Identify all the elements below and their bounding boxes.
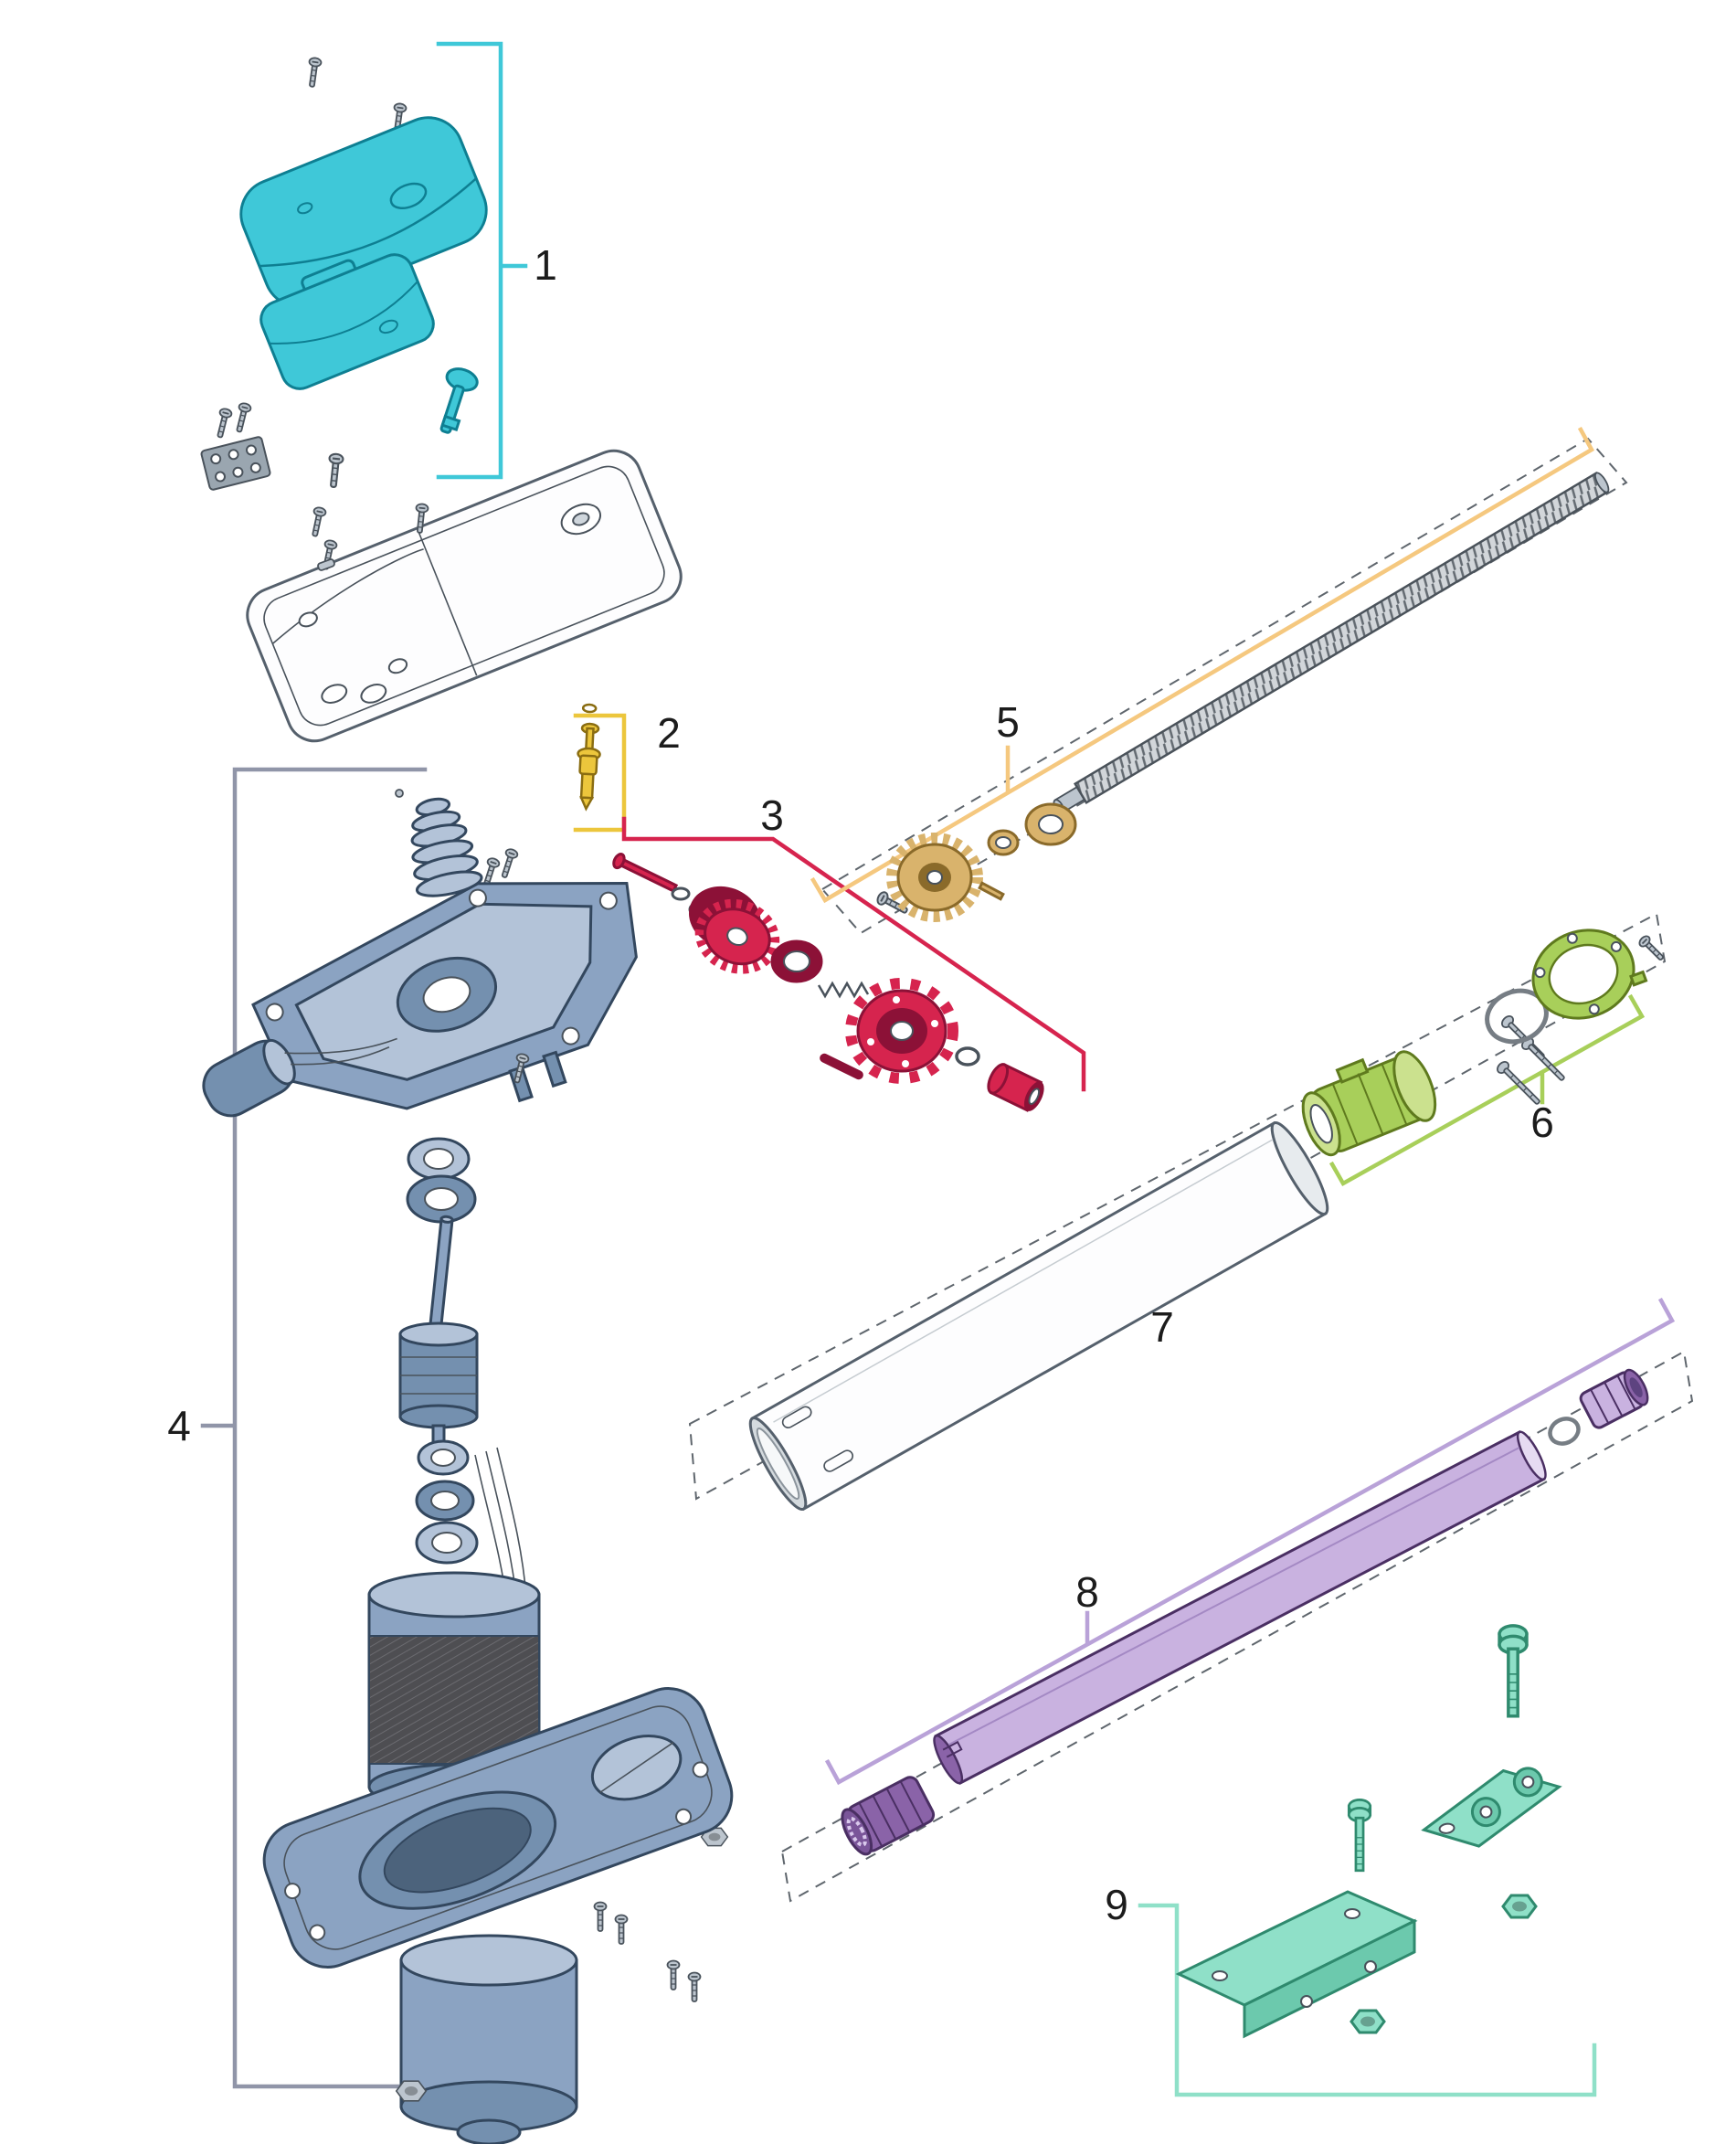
group-label-9: 9 [1105, 1881, 1128, 1928]
bevel-washer [987, 829, 1020, 856]
rear-mounting-bracket [1421, 1767, 1562, 1848]
bracket-group-3 [621, 816, 1086, 1092]
tube-end-ring [1531, 929, 1648, 1020]
drive-tube-assembly [841, 1368, 1649, 1856]
screw [497, 846, 520, 880]
group-label-2: 2 [657, 709, 681, 757]
group-label-4: 4 [167, 1402, 191, 1449]
lower-bearing [406, 1174, 477, 1224]
screw [666, 1959, 681, 1990]
motor-base-plate [262, 1687, 734, 1969]
gearbox-housing [251, 881, 638, 1110]
housing-screw [308, 505, 328, 538]
o-ring [955, 1046, 980, 1067]
screw [687, 1971, 702, 2002]
clutch-pin [820, 1053, 863, 1080]
dashed-outline-worm-screw [820, 437, 1628, 935]
drive-gear [689, 886, 780, 974]
mounting-bolt-long [1498, 1624, 1529, 1718]
group-label-3: 3 [760, 791, 784, 839]
bracket-group-6 [1328, 993, 1646, 1187]
dashed-outline-drive-tube [780, 1350, 1694, 1903]
bracket-group-2 [573, 713, 627, 833]
worm-screw [1053, 471, 1610, 814]
group-label-8: 8 [1075, 1568, 1099, 1616]
bracket-group-9 [1138, 1903, 1597, 2097]
guide-bushing-assembly [1301, 929, 1667, 1157]
worm-bellows [410, 797, 483, 897]
screw-bearing [1024, 802, 1077, 846]
rear-coupler [1579, 1368, 1649, 1429]
motor-can [399, 1934, 578, 2144]
nut [395, 2080, 428, 2102]
tube-o-ring [1548, 1417, 1581, 1446]
drive-housing-body [246, 449, 683, 743]
screw [593, 1901, 608, 1932]
gear-bushing [987, 1063, 1044, 1112]
release-valve [577, 703, 601, 812]
group-label-1: 1 [534, 241, 557, 289]
clutch-wheel [845, 978, 958, 1084]
rotor [398, 1321, 479, 1464]
mounting-nut [1350, 2009, 1386, 2034]
group-label-6: 6 [1530, 1099, 1554, 1146]
terminal-block [200, 436, 271, 491]
cover-assembly [200, 56, 488, 491]
front-coupler [841, 1776, 936, 1856]
bevel-pin [978, 881, 1005, 901]
group-label-7: 7 [1150, 1303, 1174, 1351]
bracket-group-8 [824, 1297, 1676, 1786]
cover-screw [325, 452, 345, 489]
bracket-group-4 [200, 767, 428, 2089]
steel-ball [395, 789, 404, 798]
mounting-brackets [1175, 1624, 1562, 2039]
dashed-outline-outer-tube [688, 912, 1667, 1501]
washer-stack [415, 1439, 479, 1565]
gear-collar [770, 939, 823, 983]
group-label-5: 5 [996, 698, 1020, 746]
release-key [439, 367, 479, 434]
screw [614, 1914, 629, 1945]
mounting-bolt-short [1347, 1799, 1372, 1873]
spacer-pin [317, 558, 335, 571]
terminal-screw [232, 401, 253, 434]
clutch-spring [817, 981, 870, 999]
inner-cover [259, 253, 435, 390]
gear-set [612, 853, 1044, 1112]
ring-screw [1636, 933, 1667, 964]
worm-screw-assembly [874, 471, 1610, 922]
capacitor [202, 1037, 397, 1118]
rotor-shaft [429, 1215, 454, 1327]
terminal-screw [213, 407, 234, 440]
gear-bolt [612, 853, 679, 894]
upper-bearing [407, 1137, 471, 1181]
bracket-group-1 [436, 41, 528, 480]
mounting-nut [1501, 1894, 1538, 1919]
outer-tube [748, 1120, 1329, 1512]
front-mounting-bracket [1175, 1890, 1418, 2039]
washer [671, 886, 691, 901]
cover-screw [304, 56, 323, 89]
guide-bushing [1301, 1050, 1437, 1157]
motor-assembly [202, 797, 734, 2144]
drive-tube [933, 1430, 1547, 1785]
bevel-gear [886, 833, 983, 922]
bracket-group-5 [810, 426, 1595, 904]
